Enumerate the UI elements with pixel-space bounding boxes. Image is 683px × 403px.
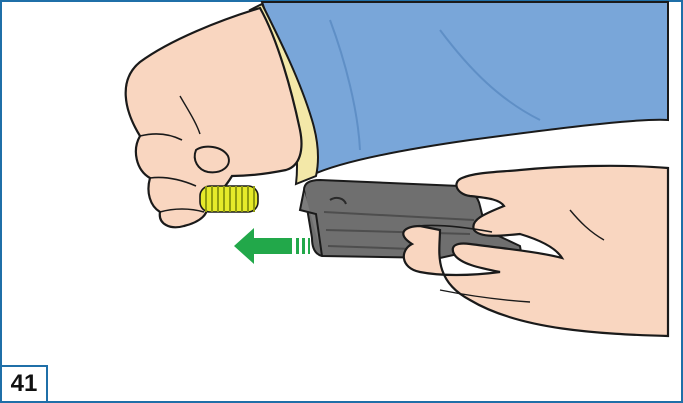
step-number: 41 — [11, 370, 38, 398]
sleeve — [262, 2, 668, 175]
spring-icon — [200, 186, 258, 212]
arrow-left-icon — [234, 228, 310, 264]
step-number-box: 41 — [0, 365, 48, 403]
